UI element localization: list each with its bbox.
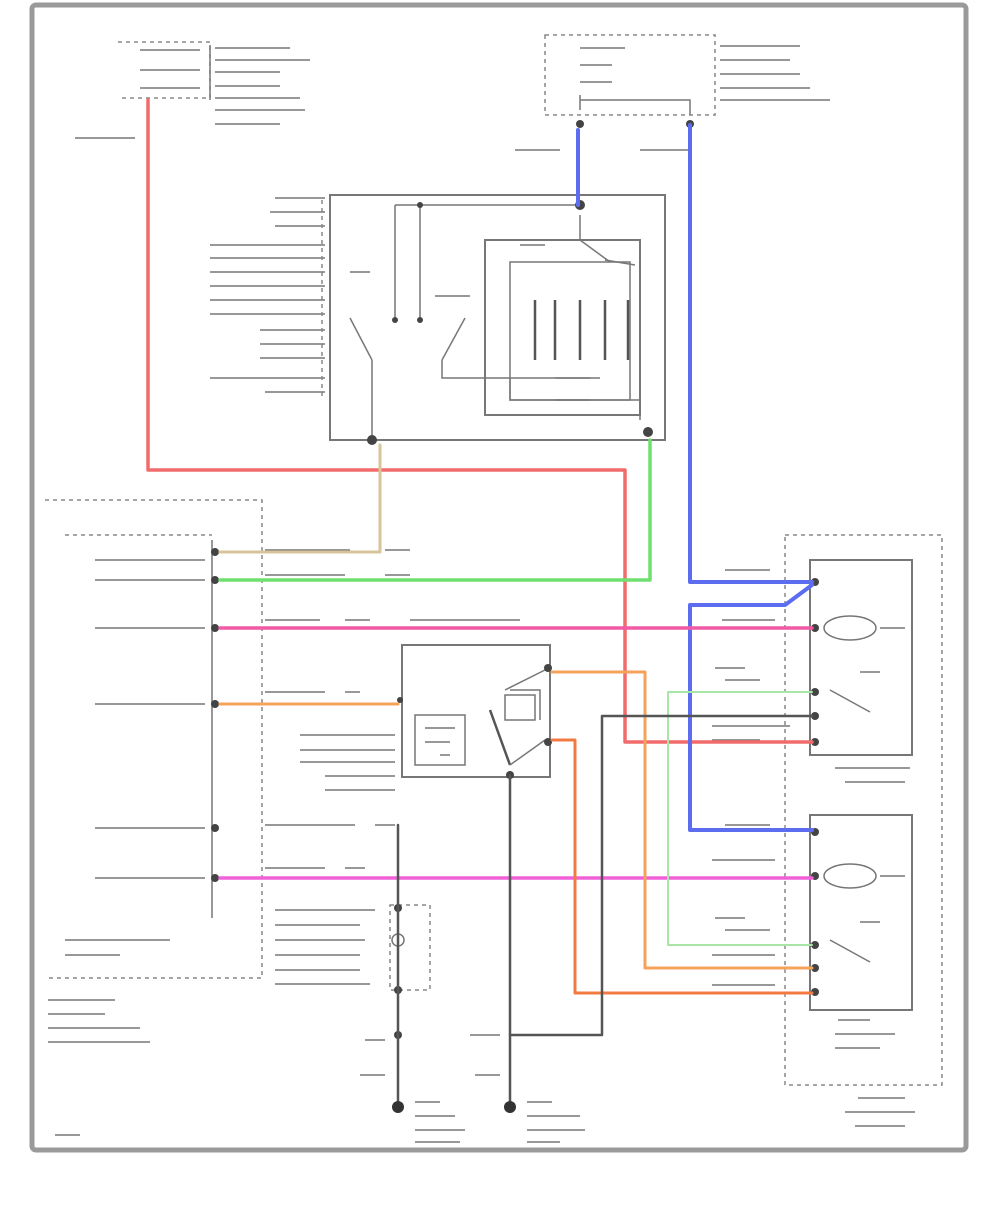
wire-green xyxy=(218,438,652,582)
connector-pin xyxy=(544,738,552,746)
switch-contact-icon xyxy=(349,317,373,361)
connector-pin xyxy=(211,624,219,632)
connector-pin xyxy=(811,964,819,972)
connector-pin xyxy=(544,664,552,672)
diagram-frame xyxy=(29,2,969,1153)
connector-pin xyxy=(811,688,819,696)
wire-red xyxy=(146,98,814,744)
grounds xyxy=(55,1034,585,1143)
wire-orange xyxy=(550,670,814,970)
connector-pin xyxy=(417,202,423,208)
relay-coil-icon xyxy=(823,615,877,641)
wire-light-green xyxy=(667,691,813,946)
connector-pin xyxy=(811,624,819,632)
wires xyxy=(146,98,814,1107)
connector-pin xyxy=(211,824,219,832)
connector-pin xyxy=(211,548,219,556)
connector-pin xyxy=(367,435,377,445)
connector-pin xyxy=(417,317,423,323)
switch-contact-icon xyxy=(441,317,466,361)
connector-pin xyxy=(811,941,819,949)
door-switch-assembly xyxy=(300,644,552,791)
relay-coil-icon xyxy=(823,863,877,889)
hot-in-run-fuse-block xyxy=(544,34,830,128)
hot-at-all-times-fuse-block xyxy=(118,41,310,125)
connector-pin xyxy=(392,317,398,323)
connector-pin xyxy=(397,697,403,703)
wire-tan xyxy=(218,443,382,554)
wire-black xyxy=(508,714,814,1037)
wire-blue xyxy=(688,583,814,832)
switch-contact-icon xyxy=(829,939,871,963)
switch-contact-icon xyxy=(829,689,871,713)
ground-icon xyxy=(392,1101,404,1113)
combination-switch xyxy=(210,194,666,445)
switch-contact-icon xyxy=(488,709,512,766)
body-control-module xyxy=(45,499,263,1043)
switch-contacts xyxy=(533,300,630,360)
connector-pin xyxy=(211,700,219,708)
wire-dark-orange xyxy=(550,738,814,995)
diode-module xyxy=(275,904,431,1039)
connector-pin xyxy=(576,120,584,128)
wire-labels xyxy=(265,549,520,869)
connector-pin xyxy=(211,874,219,882)
wire-blue xyxy=(688,123,814,584)
connector-pin xyxy=(811,712,819,720)
connector-pin xyxy=(643,427,653,437)
ground-icon xyxy=(504,1101,516,1113)
connector-pin xyxy=(211,576,219,584)
connector-pin xyxy=(811,738,819,746)
